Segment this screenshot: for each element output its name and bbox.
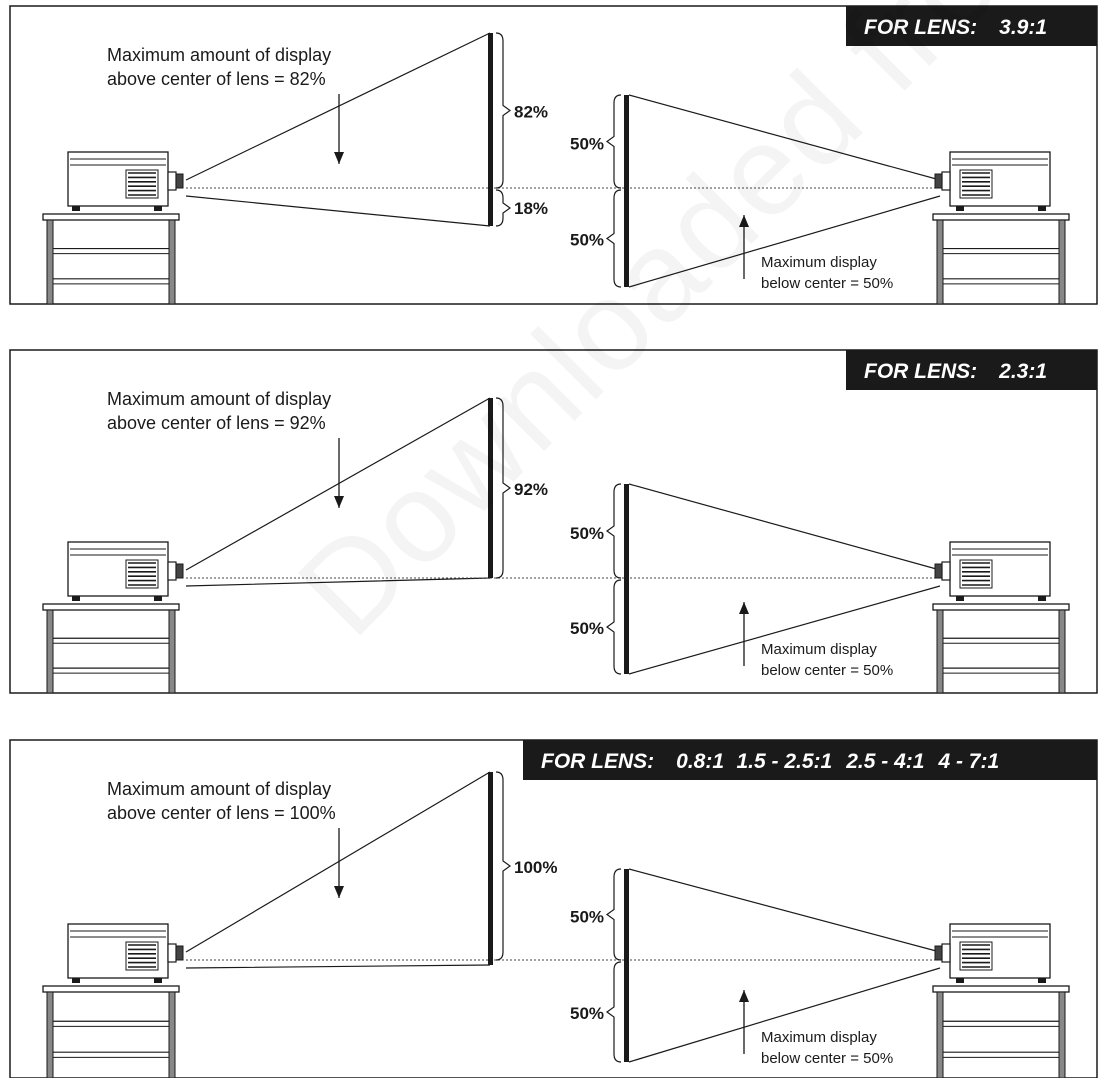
- above-note-line2: above center of lens = 100%: [107, 803, 336, 823]
- below-note-line2: below center = 50%: [761, 275, 893, 292]
- panel-frame: [9, 5, 1098, 305]
- light-cone-right: [628, 483, 941, 675]
- screen-left: [488, 772, 493, 965]
- projector-stand-icon: [42, 213, 180, 305]
- right-lower-percent: 50%: [570, 1004, 604, 1023]
- right-lower-percent: 50%: [570, 619, 604, 638]
- up-arrow-icon: [739, 990, 749, 1054]
- lens-banner-text: FOR LENS: 0.8:1 1.5 - 2.5:1 2.5 - 4:1 4 - 7:…: [541, 750, 999, 773]
- brace-icon: [605, 579, 622, 675]
- right-upper-percent: 50%: [570, 908, 604, 927]
- projector-stand-icon: [932, 213, 1070, 305]
- down-arrow-icon: [334, 438, 344, 508]
- above-note-line1: Maximum amount of display: [107, 779, 331, 799]
- lens-banner-text: FOR LENS: 2.3:1: [864, 360, 1047, 383]
- banner-label: FOR LENS:: [864, 16, 977, 39]
- projector-icon: [67, 923, 184, 983]
- brace-icon: [495, 189, 512, 227]
- brace-icon: [605, 868, 622, 961]
- brace-icon: [495, 397, 512, 579]
- below-percent: 18%: [514, 199, 548, 218]
- banner-label: FOR LENS:: [864, 360, 977, 383]
- light-cone-right: [628, 94, 941, 288]
- up-arrow-icon: [739, 602, 749, 666]
- projector-icon: [67, 151, 184, 211]
- screen-right: [624, 484, 629, 674]
- projector-stand-icon: [932, 603, 1070, 694]
- panel-1: FOR LENS: 3.9:1 82% 18% Maximum amount of di…: [9, 5, 1098, 305]
- projector-stand-icon: [932, 985, 1070, 1079]
- brace-icon: [495, 771, 512, 961]
- lens-banner: FOR LENS: 2.3:1: [846, 350, 1097, 390]
- light-cone-right: [628, 868, 941, 1063]
- brace-icon: [495, 32, 512, 189]
- projector-stand-icon: [42, 985, 180, 1079]
- down-arrow-icon: [334, 828, 344, 898]
- below-note-line2: below center = 50%: [761, 1050, 893, 1067]
- right-lower-percent: 50%: [570, 231, 604, 250]
- screen-right: [624, 869, 629, 1062]
- brace-icon: [605, 483, 622, 579]
- light-cone-left: [185, 771, 491, 969]
- above-note-line1: Maximum amount of display: [107, 45, 331, 65]
- projector-icon: [934, 151, 1051, 211]
- panel-frame: [9, 349, 1098, 694]
- above-percent: 82%: [514, 103, 548, 122]
- down-arrow-icon: [334, 94, 344, 164]
- banner-label: FOR LENS:: [541, 750, 654, 773]
- lens-ratio: 1.5 - 2.5:1: [736, 750, 832, 773]
- lens-ratio: 3.9:1: [999, 16, 1047, 39]
- brace-icon: [605, 961, 622, 1063]
- above-note-line2: above center of lens = 92%: [107, 413, 326, 433]
- below-note-line1: Maximum display: [761, 641, 877, 658]
- projector-icon: [934, 541, 1051, 601]
- projector-icon: [934, 923, 1051, 983]
- above-note-line2: above center of lens = 82%: [107, 69, 326, 89]
- lens-banner-text: FOR LENS: 3.9:1: [864, 16, 1047, 39]
- below-note-line1: Maximum display: [761, 254, 877, 271]
- lens-ratio: 2.5 - 4:1: [845, 750, 924, 773]
- above-percent: 92%: [514, 480, 548, 499]
- screen-left: [488, 398, 493, 578]
- brace-icon: [605, 189, 622, 288]
- below-note-line2: below center = 50%: [761, 662, 893, 679]
- light-cone-left: [185, 32, 491, 227]
- lens-banner: FOR LENS: 0.8:1 1.5 - 2.5:1 2.5 - 4:1 4 - 7:…: [523, 740, 1097, 780]
- right-upper-percent: 50%: [570, 135, 604, 154]
- panel-2: FOR LENS: 2.3:1 92% Maximum amount of displ…: [9, 349, 1098, 694]
- lens-ratio: 0.8:1: [676, 750, 723, 773]
- below-note-line1: Maximum display: [761, 1029, 877, 1046]
- light-cone-left: [185, 397, 491, 587]
- projector-stand-icon: [42, 603, 180, 694]
- above-percent: 100%: [514, 858, 557, 877]
- screen-right: [624, 95, 629, 287]
- panel-3: FOR LENS: 0.8:1 1.5 - 2.5:1 2.5 - 4:1 4 - 7:…: [9, 739, 1098, 1079]
- projector-icon: [67, 541, 184, 601]
- lens-banner: FOR LENS: 3.9:1: [846, 6, 1097, 46]
- lens-ratio: 4 - 7:1: [937, 750, 999, 773]
- screen-left: [488, 33, 493, 226]
- above-note-line1: Maximum amount of display: [107, 389, 331, 409]
- right-upper-percent: 50%: [570, 524, 604, 543]
- up-arrow-icon: [739, 215, 749, 279]
- brace-icon: [605, 94, 622, 189]
- lens-ratio: 2.3:1: [998, 360, 1047, 383]
